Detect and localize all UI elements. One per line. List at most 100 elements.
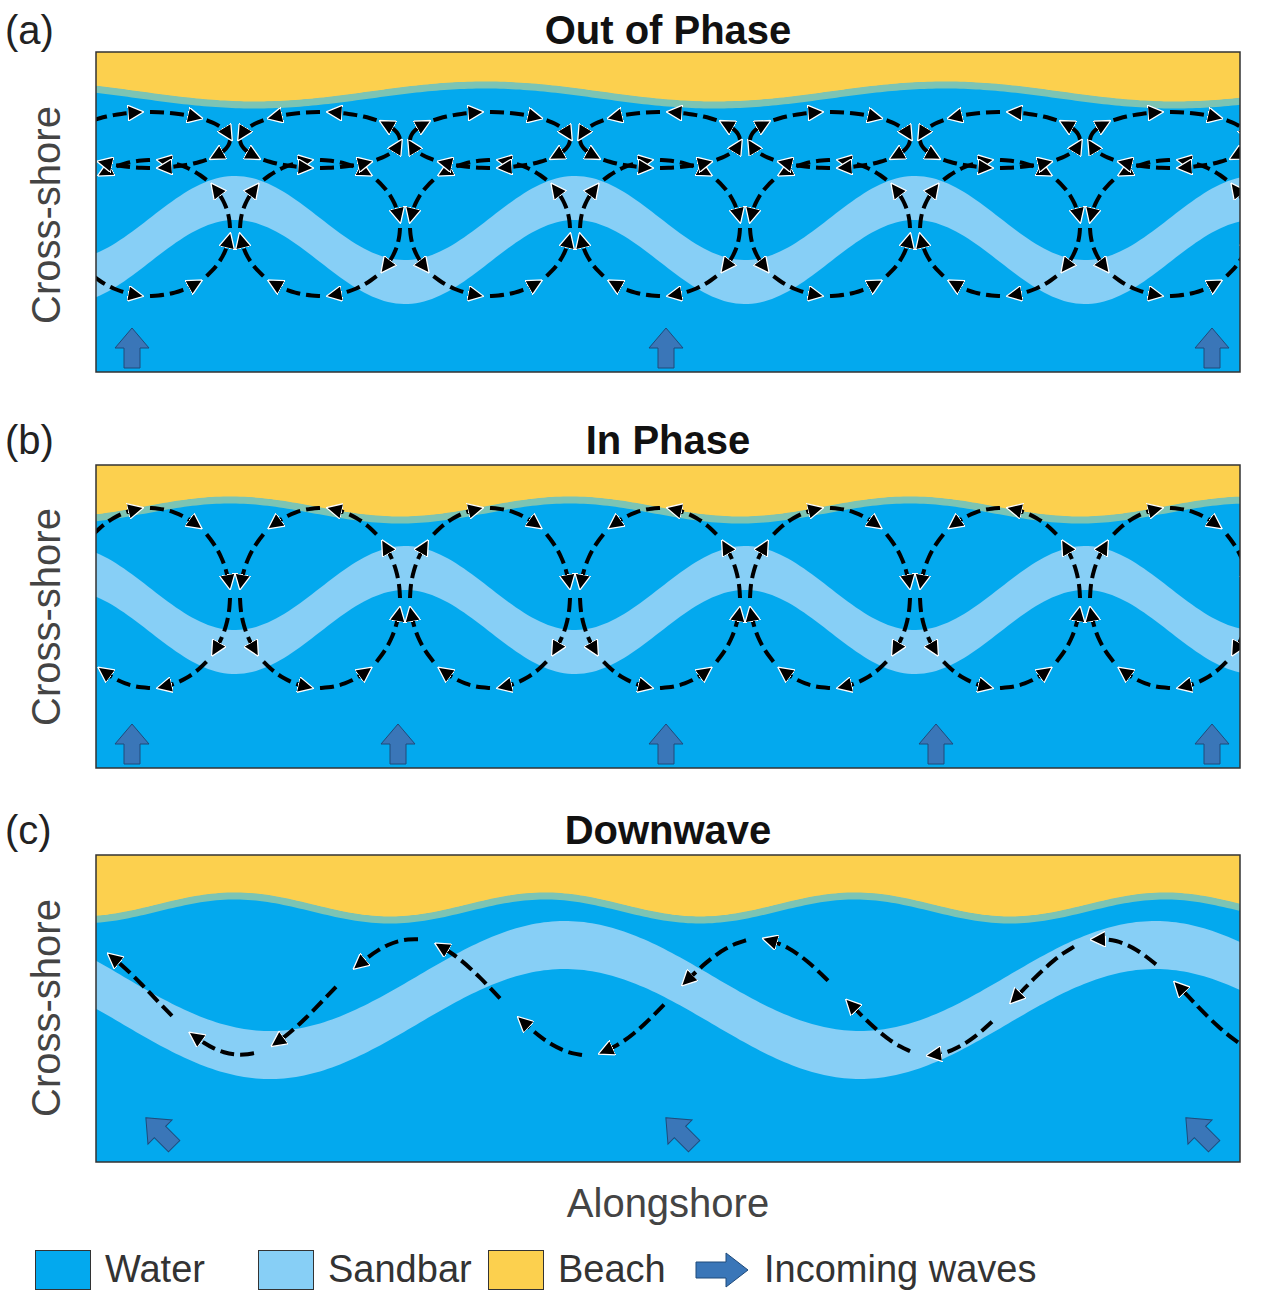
axis-label: Cross-shore <box>26 508 66 726</box>
panel-title: Out of Phase <box>545 10 792 50</box>
flow-arrow <box>503 662 547 687</box>
flow-arrow <box>96 276 137 295</box>
flow-arrow <box>686 940 746 981</box>
flow-arrow <box>411 144 433 159</box>
flow-arrow <box>895 140 910 156</box>
sandbar <box>96 546 1240 674</box>
flow-arrow <box>768 940 828 981</box>
flow-arrow <box>830 112 877 117</box>
legend-label: Incoming waves <box>764 1248 1036 1291</box>
flow-arrow <box>750 228 765 268</box>
flow-arrow <box>1235 598 1240 651</box>
flow-arrow <box>783 671 830 688</box>
flow-arrow <box>150 112 197 117</box>
incoming-wave-arrow <box>649 328 683 368</box>
flow-arrow <box>103 163 150 168</box>
panel-title: In Phase <box>586 420 751 460</box>
flow-arrow <box>580 598 595 651</box>
flow-arrow <box>887 120 909 135</box>
flow-arrow <box>320 163 367 168</box>
flow-arrow <box>377 144 399 159</box>
flow-arrow <box>276 987 336 1043</box>
flow-arrow <box>377 612 399 662</box>
flow-arrow <box>555 140 570 156</box>
flow-arrow <box>207 239 229 276</box>
flow-arrow <box>1000 671 1047 688</box>
flow-arrow <box>953 283 1000 296</box>
flow-arrow <box>1113 112 1157 120</box>
legend-arrow <box>694 1250 750 1290</box>
flow-arrow <box>490 112 537 117</box>
flow-arrow <box>1014 947 1074 1000</box>
panel <box>96 855 1240 1162</box>
flow-arrow <box>215 140 230 156</box>
flow-arrow <box>773 276 817 295</box>
flow-arrow <box>1065 124 1080 140</box>
flow-arrow <box>411 180 433 217</box>
flow-arrow <box>1091 180 1113 217</box>
flow-arrow <box>895 598 910 651</box>
water <box>96 52 1240 372</box>
flow-arrow <box>103 160 150 173</box>
flow-arrow <box>194 1036 254 1055</box>
flow-arrow <box>1057 144 1079 159</box>
flow-arrow <box>240 188 255 228</box>
flow-arrow <box>1065 545 1080 598</box>
legend-label: Beach <box>558 1248 666 1291</box>
flow-arrow <box>751 612 773 662</box>
flow-arrow <box>385 545 400 598</box>
incoming-wave-arrow <box>1174 1106 1226 1158</box>
flow-arrow <box>241 120 263 135</box>
incoming-wave-arrow <box>134 1106 186 1158</box>
flow-arrow <box>751 180 773 217</box>
flow-arrow <box>215 188 230 228</box>
flow-arrow <box>673 509 717 534</box>
flow-arrow <box>1227 239 1240 276</box>
flow-arrow <box>604 1005 664 1052</box>
flow-arrow <box>1123 671 1170 688</box>
flow-arrow <box>241 239 263 276</box>
flow-arrow <box>725 545 740 598</box>
flow-arrow <box>773 112 817 120</box>
axis-label: Cross-shore <box>26 106 66 324</box>
flow-arrow <box>411 612 433 662</box>
flow-arrow <box>103 671 150 688</box>
panel-letter: (a) <box>5 10 54 50</box>
flow-arrow <box>385 124 400 140</box>
flow-arrow <box>215 598 230 651</box>
flow-arrow <box>385 228 400 268</box>
flow-arrow <box>1096 939 1156 964</box>
flow-arrow <box>1090 228 1105 268</box>
flow-arrow <box>96 112 137 120</box>
flow-arrow <box>887 239 909 276</box>
flow-arrow <box>1000 160 1047 173</box>
legend-item: Beach <box>488 1248 666 1291</box>
flow-arrow <box>333 509 377 534</box>
flow-arrow <box>503 160 547 168</box>
flow-arrow <box>920 188 935 228</box>
axis-label: Alongshore <box>567 1183 769 1223</box>
flow-arrow <box>1013 509 1057 534</box>
flow-arrow <box>150 283 197 296</box>
flow-arrow <box>1013 276 1057 295</box>
flow-arrow <box>96 509 137 534</box>
flow-arrow <box>320 160 367 173</box>
flow-arrow <box>750 545 765 598</box>
flow-arrow <box>943 160 987 168</box>
flow-arrow <box>921 120 943 135</box>
incoming-wave-arrow <box>381 724 415 764</box>
flow-arrow <box>410 124 425 140</box>
panel <box>0 52 1288 372</box>
flow-arrow <box>751 144 773 159</box>
axis-label: Cross-shore <box>26 899 66 1117</box>
flow-arrow <box>581 239 603 276</box>
flow-arrow <box>333 112 377 120</box>
flow-arrow <box>163 160 207 168</box>
sandbar <box>96 921 1240 1079</box>
flow-arrow <box>613 508 660 525</box>
flow-arrow <box>953 112 1000 117</box>
flow-arrow <box>1170 283 1217 296</box>
swash-zone <box>96 896 1240 920</box>
incoming-wave-arrow <box>649 724 683 764</box>
panel-frame <box>96 855 1240 1162</box>
